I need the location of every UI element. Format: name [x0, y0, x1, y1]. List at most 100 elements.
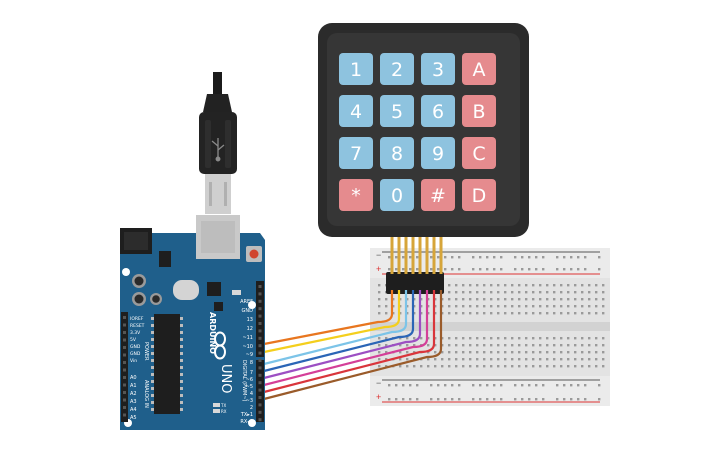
header-socket: [258, 336, 262, 340]
breadboard-hole: [455, 298, 458, 301]
keypad-key[interactable]: 9: [421, 137, 455, 169]
breadboard-hole: [511, 351, 514, 354]
breadboard-hole: [602, 344, 605, 347]
breadboard-hole: [476, 284, 479, 287]
keypad-key[interactable]: #: [421, 179, 455, 211]
jumper-wire[interactable]: [263, 290, 401, 354]
keypad-key[interactable]: 0: [380, 179, 414, 211]
usb-grip-right: [225, 120, 231, 168]
breadboard-hole: [532, 365, 535, 368]
keypad-key[interactable]: B: [462, 95, 496, 127]
breadboard-hole: [434, 298, 437, 301]
usb-cable[interactable]: [199, 72, 237, 214]
breadboard-hole: [490, 291, 493, 294]
breadboard-hole: [511, 291, 514, 294]
breadboard-hole: [528, 398, 531, 401]
jumper-wire[interactable]: [263, 290, 429, 387]
keypad-key-cap[interactable]: [462, 179, 496, 211]
usb-grip-left: [205, 120, 211, 168]
jumper-wires[interactable]: [263, 290, 443, 401]
breadboard-hole: [553, 351, 556, 354]
breadboard-hole: [378, 365, 381, 368]
breadboard-hole: [420, 312, 423, 315]
keypad-key-cap[interactable]: [421, 53, 455, 85]
jumper-wire[interactable]: [263, 290, 422, 380]
keypad-key-cap[interactable]: [380, 53, 414, 85]
ribbon-conductor: [404, 236, 408, 274]
breadboard-hole: [602, 337, 605, 340]
keypad-key[interactable]: C: [462, 137, 496, 169]
pin-label-7: 7: [250, 370, 253, 376]
jumper-wire[interactable]: [263, 290, 408, 366]
arduino-uno-board[interactable]: IOREF RESET 3.3V 5V GND GND Vin POWER A0…: [120, 215, 265, 430]
breadboard-hole: [574, 365, 577, 368]
keypad-key-cap[interactable]: [462, 137, 496, 169]
keypad-key-cap[interactable]: [380, 137, 414, 169]
pin-label-gnd-1: GND: [130, 344, 141, 350]
keypad-key[interactable]: *: [339, 179, 373, 211]
chip-pin: [151, 317, 154, 320]
keypad-key-cap[interactable]: [339, 179, 373, 211]
breadboard-hole: [392, 305, 395, 308]
breadboard-hole: [476, 305, 479, 308]
crystal-oscillator: [173, 280, 199, 300]
breadboard-hole: [584, 256, 587, 259]
breadboard-hole: [518, 365, 521, 368]
reset-button-cap[interactable]: [249, 249, 259, 259]
breadboard-hole: [500, 256, 503, 259]
jumper-wire[interactable]: [263, 290, 394, 346]
header-socket: [123, 383, 126, 387]
jumper-wire[interactable]: [263, 290, 443, 401]
keypad-key-cap[interactable]: [339, 137, 373, 169]
keypad-key-label: C: [472, 143, 485, 165]
keypad-key-cap[interactable]: [380, 179, 414, 211]
keypad-key[interactable]: 3: [421, 53, 455, 85]
breadboard-hole: [532, 344, 535, 347]
keypad-key[interactable]: 6: [421, 95, 455, 127]
breadboard-hole: [406, 358, 409, 361]
keypad-key[interactable]: 8: [380, 137, 414, 169]
keypad-key[interactable]: 5: [380, 95, 414, 127]
chip-pin: [151, 345, 154, 348]
breadboard-hole: [567, 312, 570, 315]
keypad-key[interactable]: 2: [380, 53, 414, 85]
keypad-key-cap[interactable]: [421, 137, 455, 169]
breadboard-hole: [584, 398, 587, 401]
pin-label-5v: 5V: [130, 337, 137, 343]
breadboard-hole: [486, 398, 489, 401]
keypad-key-cap[interactable]: [339, 53, 373, 85]
keypad-key-cap[interactable]: [421, 179, 455, 211]
keypad-key[interactable]: 7: [339, 137, 373, 169]
breadboard-hole: [563, 384, 566, 387]
breadboard-hole: [539, 365, 542, 368]
pin-label-8: 8: [250, 360, 253, 366]
breadboard-hole: [444, 398, 447, 401]
breadboard-hole: [490, 298, 493, 301]
keypad-key-cap[interactable]: [421, 95, 455, 127]
jumper-wire[interactable]: [263, 290, 436, 394]
ribbon-conductor: [390, 236, 394, 274]
breadboard-hole: [598, 398, 601, 401]
keypad-key-cap[interactable]: [380, 95, 414, 127]
jumper-wire[interactable]: [263, 290, 415, 373]
breadboard-hole: [385, 358, 388, 361]
keypad-key[interactable]: 4: [339, 95, 373, 127]
breadboard-hole: [490, 351, 493, 354]
breadboard-hole: [567, 291, 570, 294]
keypad-key-cap[interactable]: [462, 95, 496, 127]
breadboard-hole: [462, 351, 465, 354]
keypad-key[interactable]: 1: [339, 53, 373, 85]
keypad-key[interactable]: A: [462, 53, 496, 85]
breadboard-hole: [570, 398, 573, 401]
breadboard-hole: [521, 268, 524, 271]
chip-pin: [151, 359, 154, 362]
keypad-key-label: 2: [391, 59, 403, 81]
capacitor-2-top: [134, 294, 144, 304]
keypad-key-cap[interactable]: [462, 53, 496, 85]
keypad-key-cap[interactable]: [339, 95, 373, 127]
breadboard-hole: [539, 298, 542, 301]
breadboard-hole: [385, 344, 388, 347]
breadboard-hole: [556, 384, 559, 387]
keypad-key[interactable]: D: [462, 179, 496, 211]
